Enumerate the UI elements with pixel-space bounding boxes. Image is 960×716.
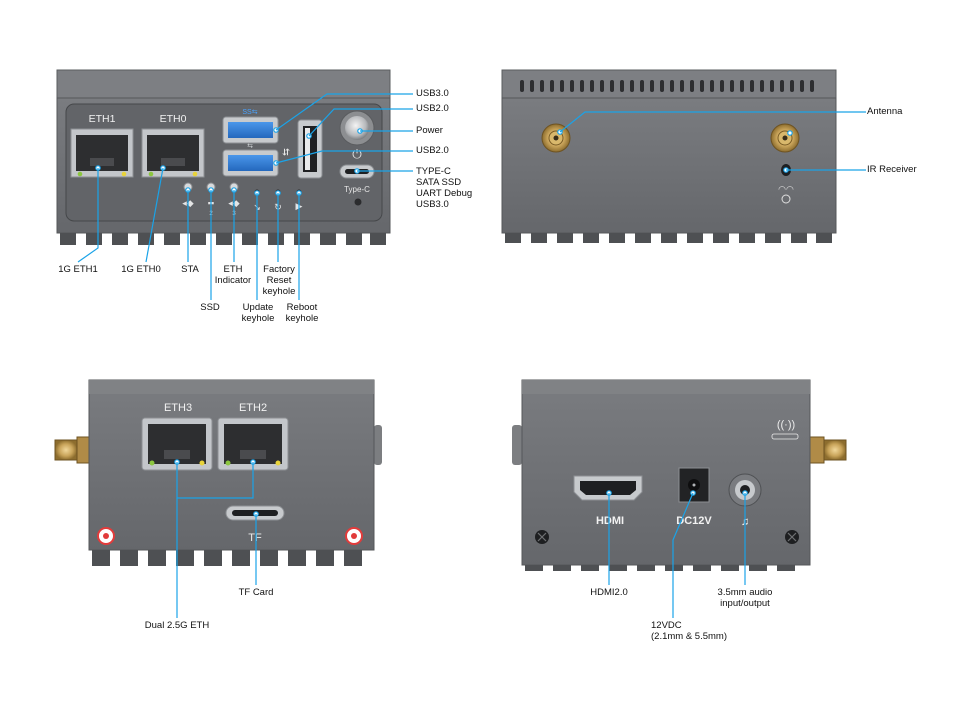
eth0-port <box>141 128 205 178</box>
callout-audio: 3.5mm audio input/output <box>717 587 773 609</box>
callout-usb20-top: USB2.0 <box>416 103 449 114</box>
usb3-ss-icon: SS⇆ <box>242 109 257 116</box>
eth3-port-label: ETH3 <box>164 402 192 414</box>
front-lid <box>56 69 391 101</box>
callout-eth-indicator: ETH Indicator <box>214 264 252 286</box>
front-small-hole <box>354 198 362 206</box>
right-body <box>521 379 811 566</box>
callout-usb20-bottom: USB2.0 <box>416 145 449 156</box>
typec-label: Type-C <box>344 185 370 194</box>
dc-jack <box>678 467 710 503</box>
hdmi-port <box>573 475 643 501</box>
eth1-port <box>70 128 134 178</box>
usb2-port-left: ⇆ <box>222 143 279 177</box>
callout-tf-card: TF Card <box>238 587 274 598</box>
dc-port-label: DC12V <box>676 515 712 527</box>
left-top-edge <box>89 380 374 394</box>
usb-symbol-icon: ⇆ <box>247 143 253 150</box>
antenna-connector-left <box>541 123 571 153</box>
eth0-port-label: ETH0 <box>160 113 187 125</box>
right-screw-left <box>535 530 549 544</box>
back-view: ◠◠ <box>501 69 866 243</box>
callout-update-keyhole: Update keyhole <box>241 302 275 324</box>
antenna-connector-right <box>770 123 800 153</box>
callout-sta: STA <box>181 264 199 275</box>
left-screw-right <box>345 527 363 545</box>
audio-jack <box>728 473 762 507</box>
router-icon <box>771 433 799 440</box>
right-top-edge <box>522 380 810 394</box>
callout-ssd: SSD <box>200 302 220 313</box>
right-antenna-stub <box>809 436 847 464</box>
left-side-view: ETH3 ETH2 TF <box>54 379 382 618</box>
power-button[interactable] <box>339 110 375 146</box>
front-fins <box>60 233 386 245</box>
back-body <box>501 97 837 234</box>
ir-icon <box>781 194 791 204</box>
back-callout-lines <box>557 111 866 173</box>
left-screw-left <box>97 527 115 545</box>
callout-reboot-keyhole: Reboot keyhole <box>285 302 319 324</box>
eth2-port-label: ETH2 <box>239 402 267 414</box>
left-antenna-stub <box>54 436 92 464</box>
callout-usb30-top: USB3.0 <box>416 88 449 99</box>
power-icon: ⏻ <box>352 147 362 161</box>
wireless-icon: ((·)) <box>777 419 795 431</box>
back-fins <box>505 233 832 243</box>
callout-dc: 12VDC (2.1mm & 5.5mm) <box>651 620 728 642</box>
callout-antenna: Antenna <box>867 106 903 117</box>
tf-label: TF <box>248 532 262 544</box>
callout-eth1: 1G ETH1 <box>58 264 98 275</box>
eth3-port <box>141 417 213 471</box>
left-side-bump <box>374 425 382 465</box>
right-side-view: ((·)) HDMI DC12V ♫ <box>512 379 847 618</box>
callout-ir-receiver: IR Receiver <box>867 164 917 175</box>
usb-vertical-icon: ⇆ <box>281 148 291 156</box>
callout-eth0: 1G ETH0 <box>121 264 161 275</box>
back-vent-slots <box>520 80 814 92</box>
left-callout-lines <box>174 459 259 618</box>
usb2-port-vertical <box>297 119 323 179</box>
callout-hdmi: HDMI2.0 <box>590 587 628 598</box>
wifi-icon: ◠◠ <box>778 184 794 194</box>
right-screw-right <box>785 530 799 544</box>
front-callout-lines <box>77 93 413 300</box>
eth1-port-label: ETH1 <box>89 113 116 125</box>
callout-dual-eth: Dual 2.5G ETH <box>144 620 210 631</box>
front-view: ETH1 ETH0 SS⇆ ⇆ ⇆ <box>56 69 413 300</box>
eth2-port <box>217 417 289 471</box>
callout-power: Power <box>416 125 443 136</box>
right-fins <box>525 565 795 571</box>
left-fins <box>92 550 362 566</box>
right-side-bump <box>512 425 522 465</box>
hdmi-port-label: HDMI <box>596 515 624 527</box>
usb3-port-top: SS⇆ <box>222 109 279 144</box>
right-callout-lines <box>606 490 748 618</box>
callout-typec-group: TYPE-C SATA SSD UART Debug USB3.0 <box>416 166 473 210</box>
callout-factory-reset: Factory Reset keyhole <box>262 264 296 297</box>
